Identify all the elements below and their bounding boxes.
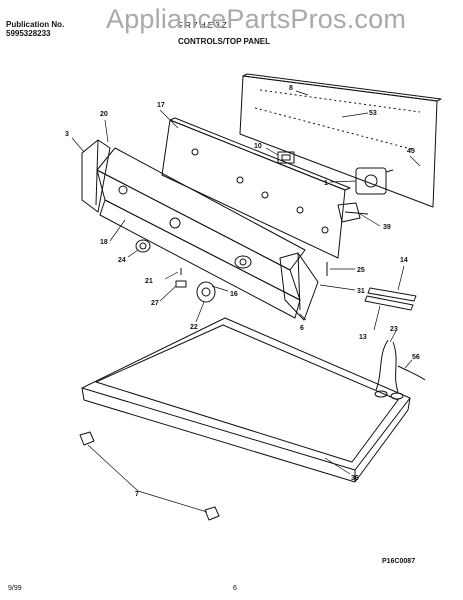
- wire-harness: [374, 339, 426, 400]
- callout-1: 1: [324, 180, 328, 187]
- publication-label: Publication No.: [6, 20, 65, 29]
- clip-right: [204, 506, 220, 521]
- callout-3: 3: [65, 131, 69, 138]
- callout-36: 39: [383, 224, 391, 231]
- callout-16: 16: [230, 291, 238, 298]
- callout-8: 8: [289, 85, 293, 92]
- left-end-cap: [81, 139, 111, 213]
- callout-45: 45: [407, 148, 415, 155]
- top-panel: [81, 317, 411, 483]
- hinge-upper: [367, 287, 417, 302]
- callout-39: 53: [369, 110, 377, 117]
- callout-14: 14: [400, 257, 408, 264]
- callout-labels: 8 53 45 1 10 39 17 20 3 18 24 21 27 22 1…: [65, 85, 420, 565]
- right-end-cap: [279, 252, 319, 321]
- model-number: F R 7 H E 3 Z: [178, 21, 227, 30]
- timer-knob: [196, 281, 216, 303]
- back-panel: [239, 73, 442, 208]
- drawing-code: P16C0087: [382, 558, 415, 565]
- callout-20: 20: [100, 111, 108, 118]
- callout-10: 10: [254, 143, 262, 150]
- callout-22: 21: [145, 278, 153, 285]
- clip: [175, 280, 187, 288]
- callout-53: 36: [351, 475, 359, 482]
- callout-25: 25: [357, 267, 365, 274]
- callout-7: 7: [135, 491, 139, 498]
- callout-17: 17: [157, 102, 165, 109]
- hinge-lower: [364, 295, 414, 311]
- callout-6: 6: [300, 325, 304, 332]
- callout-27: 27: [151, 300, 159, 307]
- footer-page-number: 6: [233, 585, 237, 592]
- callout-13: 13: [359, 334, 367, 341]
- section-title: CONTROLS/TOP PANEL: [178, 37, 271, 46]
- callout-31: 31: [357, 288, 365, 295]
- watermark: AppliancePartsPros.com: [106, 4, 407, 34]
- clip-left: [79, 431, 95, 446]
- bracket: [337, 202, 369, 223]
- callout-56: 56: [412, 354, 420, 361]
- publication-number: 5995328233: [6, 29, 51, 38]
- callout-21: 22: [190, 324, 198, 331]
- knob: [135, 239, 151, 253]
- callout-24: 24: [118, 257, 126, 264]
- leader-lines: [71, 90, 421, 513]
- control-plate: [161, 117, 351, 259]
- callout-23: 23: [390, 326, 398, 333]
- switch: [277, 151, 295, 164]
- footer-date: 9/99: [8, 585, 22, 592]
- callout-18: 18: [100, 239, 108, 246]
- console: [96, 147, 306, 319]
